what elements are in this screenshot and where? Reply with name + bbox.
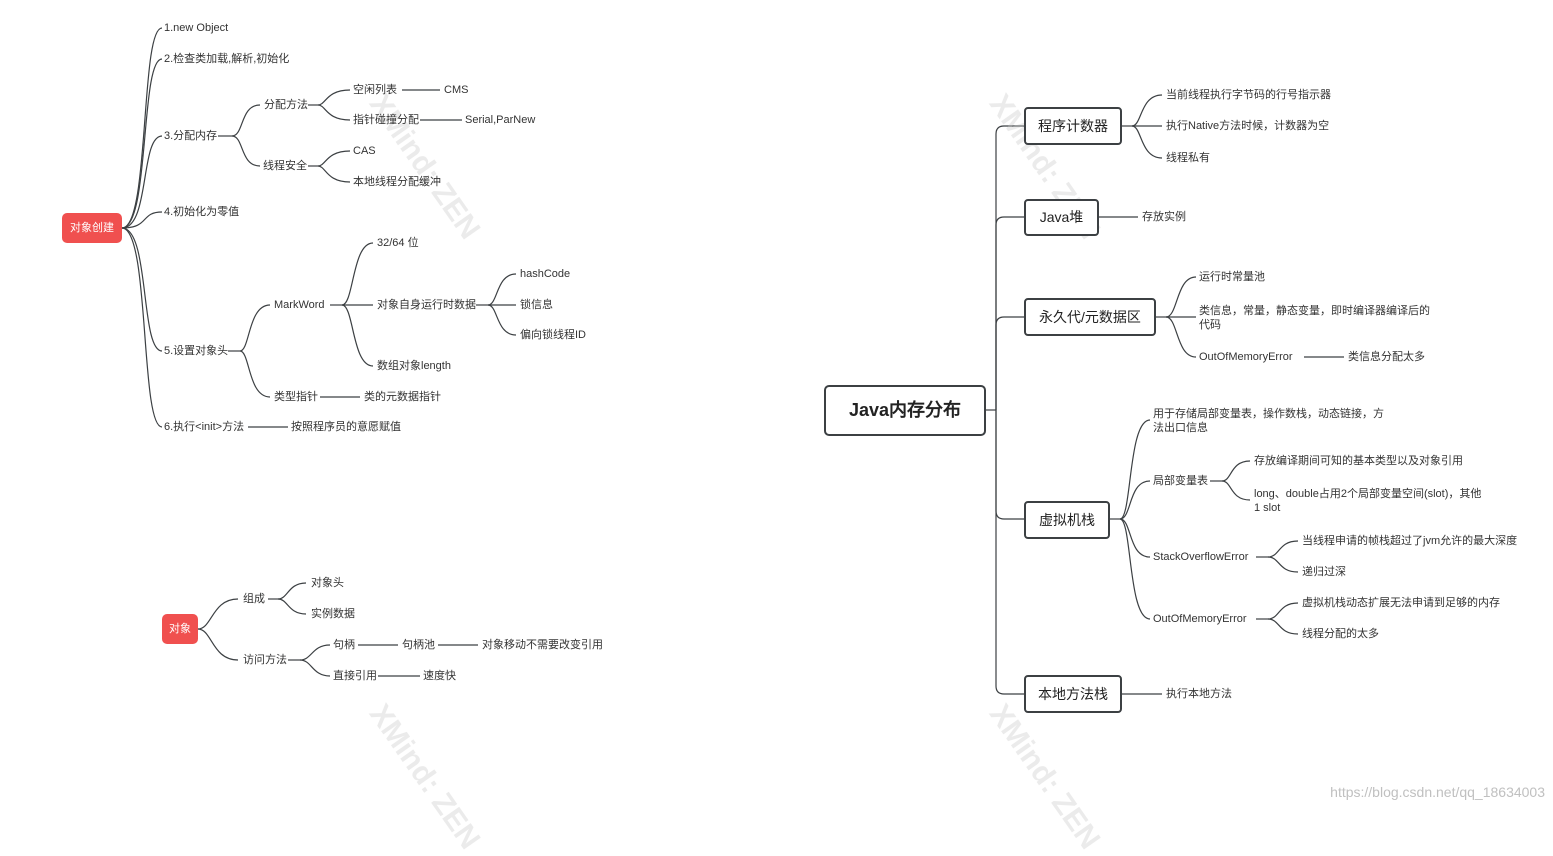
node-cms[interactable]: CMS (444, 84, 469, 96)
node-step6[interactable]: 6.执行<init>方法 (164, 421, 245, 433)
node-alloc-method[interactable]: 分配方法 (264, 99, 308, 111)
node-pc-3[interactable]: 线程私有 (1166, 152, 1210, 164)
node-fast[interactable]: 速度快 (423, 670, 456, 682)
node-pc-2[interactable]: 执行Native方法时候，计数器为空 (1166, 120, 1330, 132)
node-step4[interactable]: 4.初始化为零值 (164, 206, 240, 218)
node-tlab[interactable]: 本地线程分配缓冲 (353, 176, 441, 188)
node-bits[interactable]: 32/64 位 (377, 237, 419, 249)
node-header[interactable]: 对象头 (311, 577, 344, 589)
node-vs-3-2[interactable]: 递归过深 (1302, 566, 1346, 578)
node-serial-parnew[interactable]: Serial,ParNew (465, 114, 536, 126)
node-vs-3[interactable]: StackOverflowError (1153, 551, 1249, 563)
node-pc-1[interactable]: 当前线程执行字节码的行号指示器 (1166, 89, 1331, 101)
connector-lines (121, 27, 1344, 695)
node-perm-2[interactable]: 类信息，常量，静态变量，即时编译器编译后的代码 (1199, 305, 1430, 331)
node-object-creation-root[interactable]: 对象创建 (62, 213, 122, 243)
node-thread-safety[interactable]: 线程安全 (263, 160, 307, 172)
node-free-list[interactable]: 空闲列表 (353, 84, 397, 96)
node-step5[interactable]: 5.设置对象头 (164, 345, 229, 357)
source-url-watermark: https://blog.csdn.net/qq_18634003 (1330, 784, 1545, 800)
node-vs-4-2[interactable]: 线程分配的太多 (1302, 628, 1379, 640)
node-vs-4[interactable]: OutOfMemoryError (1153, 613, 1247, 625)
node-jvm-memory-root[interactable]: Java内存分布 (824, 385, 986, 436)
node-bump-pointer[interactable]: 指针碰撞分配 (353, 114, 419, 126)
node-step1[interactable]: 1.new Object (164, 22, 229, 34)
node-access[interactable]: 访问方法 (243, 654, 287, 666)
node-perm-1[interactable]: 运行时常量池 (1199, 271, 1265, 283)
node-handle[interactable]: 句柄 (333, 639, 355, 651)
node-perm-gen[interactable]: 永久代/元数据区 (1024, 298, 1156, 336)
node-heap-1[interactable]: 存放实例 (1142, 211, 1186, 223)
node-no-ref-change[interactable]: 对象移动不需要改变引用 (482, 639, 603, 651)
node-array-length[interactable]: 数组对象length (377, 360, 451, 372)
node-assign-by-intent[interactable]: 按照程序员的意愿赋值 (291, 421, 401, 433)
node-hashcode[interactable]: hashCode (520, 268, 571, 280)
node-native-1[interactable]: 执行本地方法 (1166, 688, 1232, 700)
node-vs-2-2[interactable]: long、double占用2个局部变量空间(slot)，其他1 slot (1254, 488, 1482, 514)
node-java-heap[interactable]: Java堆 (1024, 199, 1099, 236)
node-perm-3-1[interactable]: 类信息分配太多 (1348, 351, 1425, 363)
node-program-counter[interactable]: 程序计数器 (1024, 107, 1122, 145)
node-composition[interactable]: 组成 (243, 593, 265, 605)
node-native-stack[interactable]: 本地方法栈 (1024, 675, 1122, 713)
node-step3[interactable]: 3.分配内存 (164, 130, 218, 142)
node-runtime-data[interactable]: 对象自身运行时数据 (377, 299, 476, 311)
node-direct-ref[interactable]: 直接引用 (333, 670, 377, 682)
node-step2[interactable]: 2.检查类加载,解析,初始化 (164, 53, 290, 65)
node-perm-3[interactable]: OutOfMemoryError (1199, 351, 1293, 363)
node-vs-1[interactable]: 用于存储局部变量表，操作数栈，动态链接，方法出口信息 (1153, 408, 1384, 434)
node-vs-2[interactable]: 局部变量表 (1153, 475, 1208, 487)
node-vm-stack[interactable]: 虚拟机栈 (1024, 501, 1110, 539)
node-vs-4-1[interactable]: 虚拟机栈动态扩展无法申请到足够的内存 (1302, 597, 1500, 609)
node-handle-pool[interactable]: 句柄池 (402, 639, 435, 651)
node-cas[interactable]: CAS (353, 145, 376, 157)
node-markword[interactable]: MarkWord (274, 299, 325, 311)
node-instance-data[interactable]: 实例数据 (311, 608, 355, 620)
node-biased-thread[interactable]: 偏向锁线程ID (520, 329, 586, 341)
node-vs-2-1[interactable]: 存放编译期间可知的基本类型以及对象引用 (1254, 455, 1463, 467)
node-type-pointer[interactable]: 类型指针 (274, 391, 318, 403)
node-object-root[interactable]: 对象 (162, 614, 198, 644)
node-class-meta-pointer[interactable]: 类的元数据指针 (364, 391, 441, 403)
node-lock-info[interactable]: 锁信息 (520, 299, 553, 311)
node-vs-3-1[interactable]: 当线程申请的帧栈超过了jvm允许的最大深度 (1302, 535, 1518, 547)
